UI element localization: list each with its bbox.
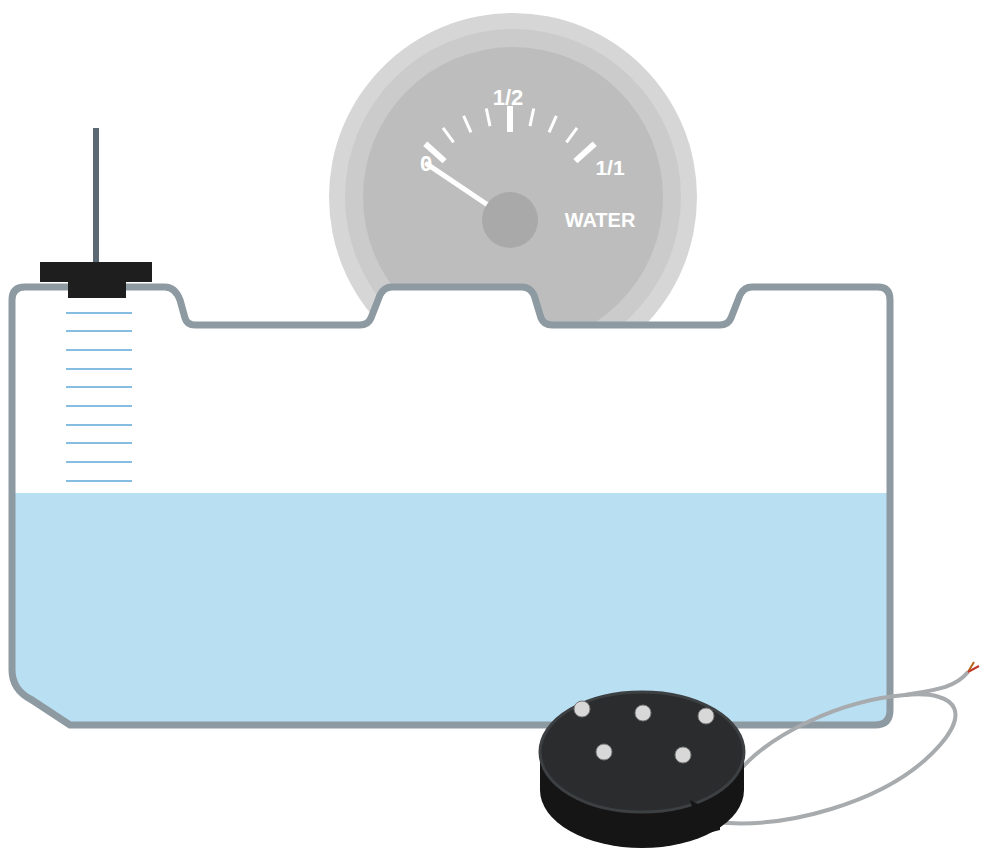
- gauge-face: [328, 12, 698, 382]
- gauge-bezel: [329, 13, 697, 381]
- screw: [596, 744, 612, 760]
- probe-flange: [68, 282, 126, 298]
- sensor-top: [540, 692, 744, 812]
- screw: [635, 705, 651, 721]
- sensor-cable: [715, 694, 955, 823]
- wire-tip: [968, 666, 979, 672]
- gauge-tick: [464, 116, 471, 132]
- scale-line: [66, 405, 132, 407]
- gauge-ring: [345, 29, 681, 365]
- scale-line: [66, 442, 132, 444]
- probe-scale: [66, 313, 132, 481]
- screw: [675, 747, 691, 763]
- gauge-hub: [482, 192, 538, 248]
- gauge-tick: [443, 128, 454, 143]
- screw: [574, 701, 590, 717]
- sensor-tab: [690, 800, 720, 835]
- scale-line: [66, 386, 132, 388]
- sensor-body: [540, 755, 744, 848]
- wire-tip: [968, 662, 974, 672]
- water: [0, 493, 992, 753]
- scale-line: [66, 368, 132, 370]
- gauge-tick: [549, 116, 556, 132]
- sensor-cable: [905, 672, 968, 695]
- gauge-label: 1/2: [493, 85, 524, 111]
- gauge-tick: [486, 108, 490, 126]
- scale-line: [66, 461, 132, 463]
- gauge-label: 1/1: [595, 156, 624, 180]
- gauge-dial: [363, 47, 663, 347]
- gauge-label: 0: [420, 151, 432, 177]
- gauge-dial-node: 0 1/2 1/1WATER: [328, 12, 698, 382]
- gauge-label: WATER: [565, 209, 636, 232]
- scale-line: [66, 312, 132, 314]
- scale-line: [66, 480, 132, 482]
- probe-rod: [93, 128, 99, 264]
- scale-line: [66, 330, 132, 332]
- scale-line: [66, 424, 132, 426]
- sensor-rim: [540, 692, 744, 812]
- gauge-tick: [530, 108, 534, 126]
- gauge-tick: [566, 128, 577, 143]
- screws: [574, 701, 714, 763]
- gauge-tick: [575, 144, 594, 161]
- screw: [698, 708, 714, 724]
- probe-cap: [40, 262, 152, 282]
- scale-line: [66, 349, 132, 351]
- sensor-device: [540, 662, 979, 848]
